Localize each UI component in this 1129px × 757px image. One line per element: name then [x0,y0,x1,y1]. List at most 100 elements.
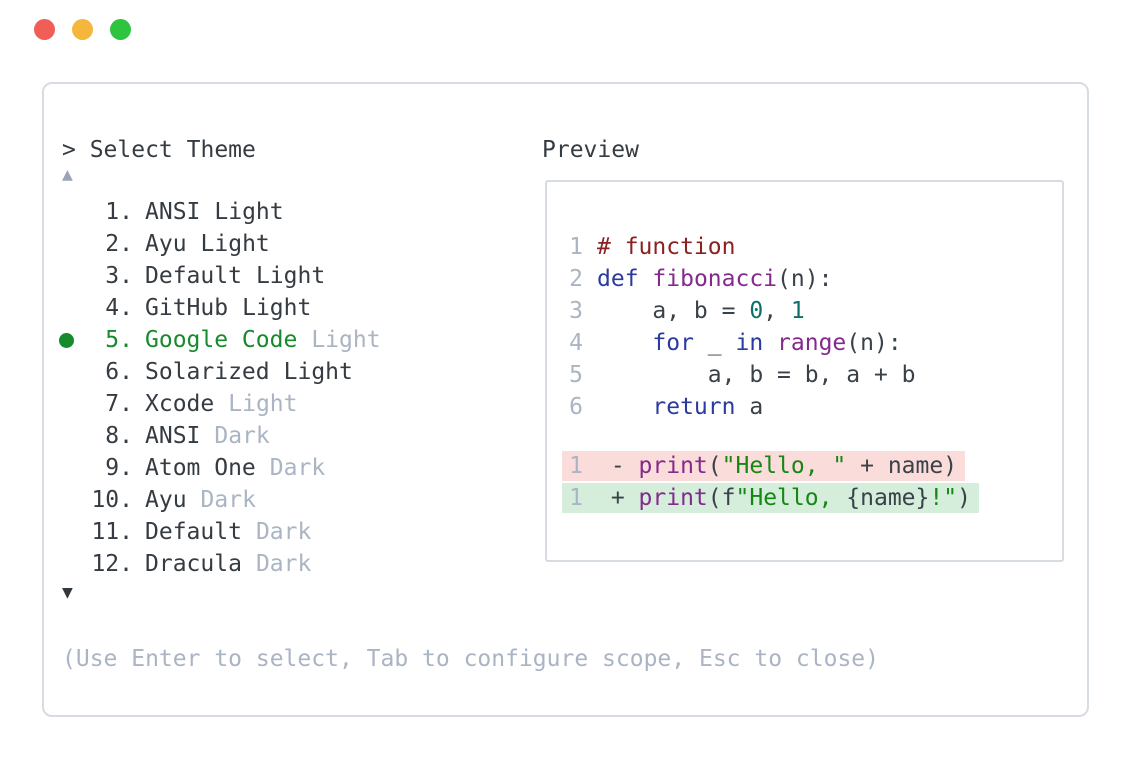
line-number: 6 [569,394,583,420]
code-token: fibonacci [652,266,778,292]
code-line: 1 # function [569,231,979,263]
theme-item-google-code-light[interactable]: 5. Google Code Light [59,324,381,356]
code-token: a [735,394,764,420]
code-token: ( [707,453,722,479]
theme-item-number: 6. [105,359,133,385]
select-theme-prompt: > Select Theme [62,137,256,163]
theme-item-solarized-light[interactable]: 6. Solarized Light [62,356,381,388]
code-token: 1 [790,298,805,324]
scroll-up-icon[interactable]: ▲ [62,164,73,185]
theme-item-number: 1. [105,199,133,225]
code-token: # function [597,234,736,260]
code-token: {name} [846,485,930,511]
theme-item-xcode-light[interactable]: 7. Xcode Light [62,388,381,420]
line-number: 4 [569,330,583,356]
line-number: 1 [569,485,583,511]
line-number: 1 [569,453,583,479]
code-token: range [777,330,847,356]
theme-item-number: 10. [91,487,133,513]
theme-item-variant: Light [311,327,381,353]
theme-item-name: Dracula [145,551,242,577]
theme-item-name: ANSI [145,423,201,449]
code-token: return [652,394,736,420]
code-token [597,330,652,356]
code-token: a, b = [597,298,750,324]
zoom-button[interactable] [110,19,131,40]
code-token: - [597,453,639,479]
code-token: ) [957,485,971,511]
theme-item-name: ANSI [145,199,201,225]
theme-item-number: 7. [105,391,133,417]
theme-item-number: 4. [105,295,133,321]
theme-item-number: 11. [91,519,133,545]
code-token: in [735,330,764,356]
code-token: (n): [846,330,902,356]
theme-item-name: Default [145,263,242,289]
theme-item-variant: Dark [269,455,326,481]
code-token: print [638,485,708,511]
theme-item-variant: Light [242,295,312,321]
theme-item-variant: Light [228,391,298,417]
theme-item-github-light[interactable]: 4. GitHub Light [62,292,381,324]
theme-item-name: Ayu [145,231,187,257]
line-number: 5 [569,362,583,388]
theme-item-number: 9. [105,455,133,481]
minimize-button[interactable] [72,19,93,40]
theme-item-ansi-light[interactable]: 1. ANSI Light [62,196,381,228]
preview-title: Preview [542,137,639,163]
theme-item-default-dark[interactable]: 11. Default Dark [62,516,381,548]
code-line: 6 return a [569,391,979,423]
code-token: (n): [777,266,833,292]
code-token: for [652,330,694,356]
window-controls [34,19,131,40]
diff-line-added: 1 + print(f"Hello, {name}!") [562,483,979,513]
code-token: "Hello, [735,485,847,511]
theme-item-variant: Dark [255,519,312,545]
theme-item-name: Xcode [145,391,215,417]
theme-item-number: 8. [105,423,133,449]
selected-indicator-dot [59,333,74,348]
code-token [639,266,653,292]
theme-item-name: Default [145,519,242,545]
code-diff-gap [569,423,979,451]
theme-item-name: Google Code [145,327,298,353]
code-line: 5 a, b = b, a + b [569,359,979,391]
code-token: (f [707,485,736,511]
help-text: (Use Enter to select, Tab to configure s… [62,646,879,672]
code-token: !" [929,485,958,511]
theme-item-number: 5. [105,327,133,353]
theme-item-variant: Light [200,231,270,257]
theme-item-name: Ayu [145,487,187,513]
code-token [763,330,777,356]
code-token [597,394,652,420]
diff-line-removed: 1 - print("Hello, " + name) [562,451,966,481]
code-token: 0 [749,298,764,324]
theme-item-name: Atom One [145,455,256,481]
code-line: 3 a, b = 0, 1 [569,295,979,327]
close-button[interactable] [34,19,55,40]
theme-item-name: GitHub [145,295,229,321]
line-number: 2 [569,266,583,292]
theme-item-number: 3. [105,263,133,289]
line-number: 1 [569,234,583,260]
theme-item-variant: Dark [255,551,312,577]
scroll-down-icon[interactable]: ▼ [62,582,73,603]
theme-item-variant: Light [283,359,353,385]
theme-item-variant: Light [214,199,284,225]
code-token: "Hello, " [721,453,847,479]
theme-item-name: Solarized [145,359,270,385]
line-number: 3 [569,298,583,324]
code-token: + name) [846,453,958,479]
theme-item-atom-one-dark[interactable]: 9. Atom One Dark [62,452,381,484]
